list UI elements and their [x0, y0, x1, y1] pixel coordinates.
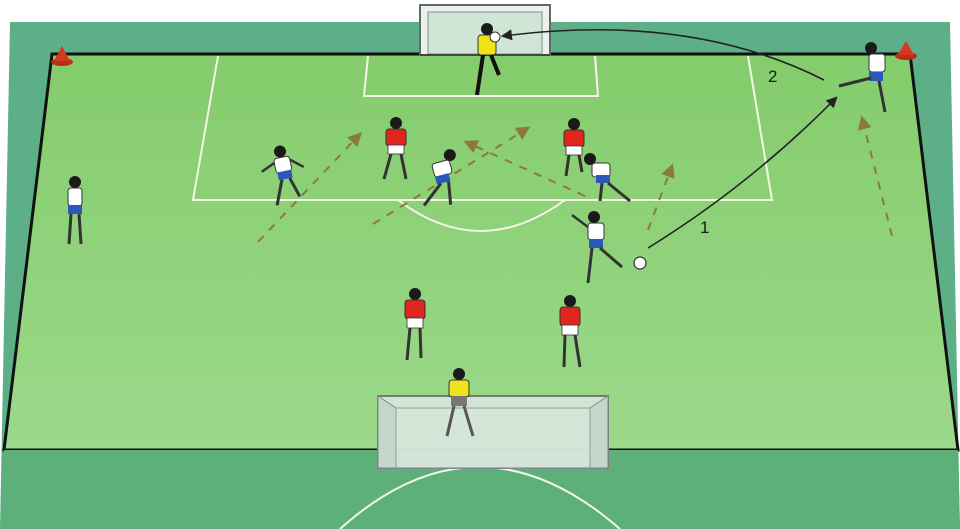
ball-icon: [634, 257, 646, 269]
bottom-goal: [378, 396, 608, 468]
shot-number-label: 2: [768, 67, 777, 86]
pass-number-label: 1: [700, 218, 709, 237]
pitch-area: [4, 54, 958, 450]
